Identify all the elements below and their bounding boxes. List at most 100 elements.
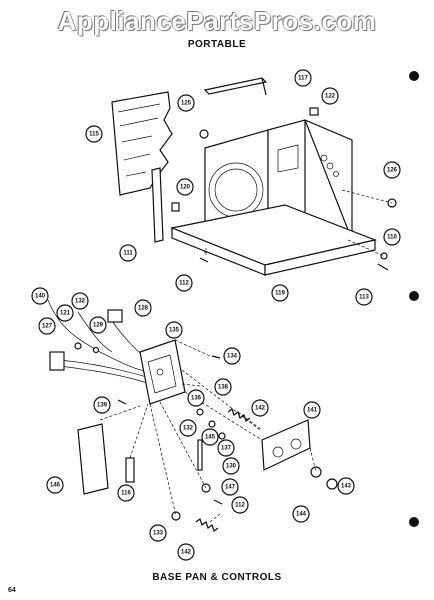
callout-121: 121: [56, 304, 74, 322]
callout-label: 110: [387, 235, 397, 241]
callout-label: 117: [298, 76, 308, 82]
switch-part: [107, 309, 123, 323]
washer-part: [196, 408, 204, 416]
callout-label: 113: [359, 295, 369, 301]
callout-140: 140: [31, 287, 49, 305]
callout-label: 112: [235, 503, 245, 509]
terminal-part: [74, 342, 82, 350]
callout-bubble: [383, 228, 401, 246]
callout-label: 145: [205, 435, 216, 441]
callout-142: 142: [177, 543, 195, 561]
binder-hole-mark: [409, 517, 419, 527]
callout-label: 111: [123, 251, 133, 257]
callout-label: 136: [191, 396, 202, 402]
callout-label: 115: [89, 132, 99, 138]
callout-122: 122: [321, 87, 339, 105]
callout-bubble: [217, 439, 235, 457]
callout-bubble: [85, 125, 103, 143]
callout-bubble: [89, 316, 107, 334]
callout-112: 112: [231, 496, 249, 514]
callout-bubble: [187, 389, 205, 407]
callout-139: 139: [93, 396, 111, 414]
callout-117: 117: [294, 69, 312, 87]
callout-bubble: [175, 274, 193, 292]
callout-145: 145: [201, 428, 219, 446]
callout-label: 144: [296, 512, 307, 518]
callout-115: 115: [85, 125, 103, 143]
callout-bubble: [321, 87, 339, 105]
binder-hole-mark: [409, 291, 419, 301]
assembly-leader-lines: [99, 339, 317, 523]
callout-label: 122: [325, 94, 336, 100]
callout-label: 134: [227, 354, 238, 360]
callout-119: 119: [271, 284, 289, 302]
callout-label: 126: [387, 168, 398, 174]
washer-part: [208, 420, 216, 428]
callout-132: 132: [179, 419, 197, 437]
callout-110: 110: [383, 228, 401, 246]
callout-111: 111: [119, 244, 137, 262]
callout-label: 146: [50, 483, 61, 489]
callout-label: 143: [341, 484, 352, 490]
callout-label: 119: [275, 291, 285, 297]
clip-part: [309, 107, 319, 116]
page-number: 64: [8, 587, 16, 594]
callout-label: 121: [60, 311, 71, 317]
side-strip-part: [151, 167, 164, 243]
callout-113: 113: [355, 288, 373, 306]
callout-132: 132: [71, 292, 89, 310]
callout-label: 125: [181, 101, 192, 107]
screw-part: [117, 399, 127, 405]
callout-138: 138: [214, 378, 232, 396]
callout-label: 133: [153, 531, 164, 537]
callout-135: 135: [165, 321, 183, 339]
base-pan-part: [169, 204, 378, 276]
callout-bubble: [214, 378, 232, 396]
callout-bubble: [176, 178, 194, 196]
callout-bubble: [222, 457, 240, 475]
control-panel-part: [261, 419, 311, 471]
callout-bubble: [303, 401, 321, 419]
callout-bubble: [165, 321, 183, 339]
callout-147: 147: [221, 478, 239, 496]
insulation-panel-part: [111, 91, 173, 196]
top-rail-part: [203, 77, 268, 96]
section-title-base-pan-controls: BASE PAN & CONTROLS: [152, 572, 282, 583]
clip-part: [171, 202, 180, 212]
callout-bubble: [134, 299, 152, 317]
callout-143: 143: [337, 477, 355, 495]
callout-bubble: [337, 477, 355, 495]
spring-part: [195, 518, 219, 532]
callout-label: 132: [75, 299, 86, 305]
callout-146: 146: [46, 476, 64, 494]
callout-bubble: [31, 287, 49, 305]
callout-bubble: [117, 484, 135, 502]
callout-bubble: [251, 399, 269, 417]
callout-label: 130: [226, 464, 237, 470]
watermark: AppliancePartsPros.com: [57, 6, 377, 36]
section-title-portable: PORTABLE: [187, 39, 247, 50]
callout-137: 137: [217, 439, 235, 457]
nut-part: [171, 511, 181, 521]
leader-line: [347, 239, 385, 257]
callout-128: 128: [134, 299, 152, 317]
leader-line: [341, 189, 393, 204]
control-box-part: [139, 339, 186, 405]
callout-134: 134: [223, 347, 241, 365]
callout-136: 136: [187, 389, 205, 407]
callout-bubble: [271, 284, 289, 302]
callout-bubble: [56, 304, 74, 322]
knob-part: [310, 466, 322, 478]
callout-bubble: [355, 288, 373, 306]
callout-bubble: [119, 244, 137, 262]
washer-part: [218, 432, 226, 440]
callout-bubble: [201, 428, 219, 446]
connector-block-part: [49, 351, 65, 371]
binder-hole-mark: [409, 71, 419, 81]
callout-133: 133: [149, 524, 167, 542]
callout-bubble: [231, 496, 249, 514]
callout-bubble: [93, 396, 111, 414]
callout-label: 147: [225, 485, 236, 491]
screw-part: [377, 263, 389, 271]
